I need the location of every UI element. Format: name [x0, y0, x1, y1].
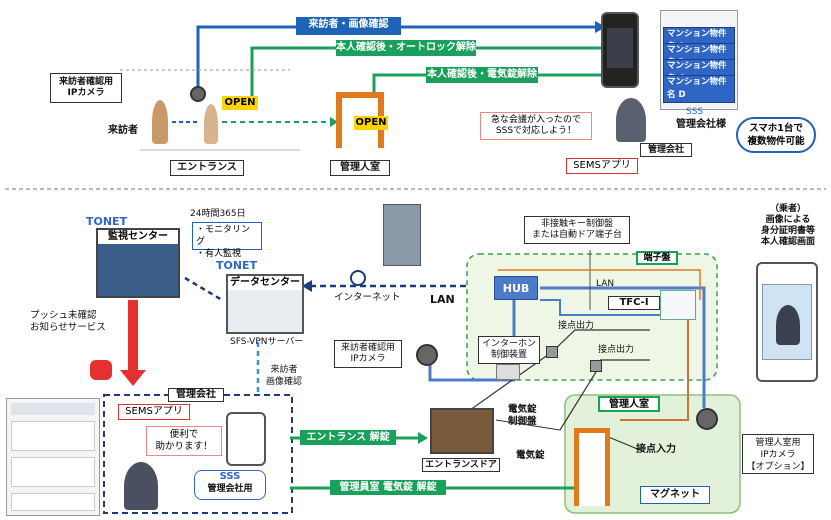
visitor-label: 来訪者 — [108, 125, 138, 136]
data-center-image: データセンター — [226, 274, 304, 334]
monitoring-box: ・モニタリング ・有人監視 — [192, 222, 262, 259]
lan-label-2: LAN — [596, 279, 615, 289]
contact-line-4 — [559, 371, 597, 431]
ip-camera-label: 来訪者確認用 IPカメラ — [50, 73, 122, 103]
mgmt-company-label-top: 管理会社 — [640, 143, 692, 157]
lan-line-2 — [540, 286, 706, 408]
app-screenshot — [6, 398, 100, 516]
orange-line-1 — [498, 269, 701, 300]
mgmt-company-sama: 管理会社様 — [676, 119, 726, 130]
room-camera-label: 管理人室用 IPカメラ 【オプション】 — [742, 434, 814, 474]
building-icon — [383, 204, 421, 266]
lan-label-1: LAN — [430, 293, 455, 306]
monitor-center-title: 監視センター — [98, 230, 178, 244]
hub-box: HUB — [494, 276, 538, 300]
mansion-item-d[interactable]: マンション物件名 D — [663, 75, 735, 103]
lan-line-3 — [540, 299, 660, 316]
entrance-label: エントランス — [170, 160, 244, 176]
magnet-box: マグネット — [640, 486, 710, 504]
visitor-walking-icon — [204, 104, 218, 144]
red-arrow-shaft — [128, 300, 138, 372]
open-badge-1: OPEN — [222, 96, 258, 110]
sss-subtitle: 管理会社用 — [207, 484, 253, 494]
contact-line-1 — [551, 329, 650, 353]
contact-out-2: 接点出力 — [598, 345, 635, 355]
mc-dc-link — [184, 276, 223, 302]
tfc-label: TFC-Ⅰ — [608, 296, 660, 310]
sss-box: SSS 管理会社用 — [194, 470, 266, 500]
smartphone-icon — [601, 12, 639, 88]
visitor-cam-label: 来訪者確認用 IPカメラ — [334, 340, 402, 368]
help-bubble: 便利で 助かります！ — [146, 426, 222, 456]
elock-ctrl-label: 電気錠 制御盤 — [508, 404, 537, 427]
entrance-door-label: エントランスドア — [422, 458, 500, 472]
visit-image-bar: 来訪者・画像確認 — [296, 17, 401, 35]
open-lock-bar: 本人確認後・オートロック解除 — [336, 40, 476, 56]
id-person-icon — [776, 305, 800, 345]
elock-label: 電気錠 — [516, 450, 545, 461]
globe-icon — [350, 270, 366, 286]
sss-title: SSS — [219, 471, 241, 482]
visitor-check-label: 来訪者 画像確認 — [266, 365, 303, 387]
speech-bubble: 急な会議が入ったので SSSで対応しよう！ — [480, 112, 592, 140]
manager-room-label: 管理人室 — [330, 160, 390, 176]
manager-room-title: 管理人室 — [598, 396, 660, 412]
push-label: プッシュ未確認 お知らせサービス — [30, 310, 106, 333]
mansion-list-panel: マンション物件名 A マンション物件名 B マンション物件名 C マンション物件… — [660, 10, 738, 110]
smartphone-note: スマホ1台で 複数物件可能 — [736, 117, 816, 153]
terminal-board-label: 端子盤 — [636, 251, 678, 265]
mgmt-company-label: 管理会社 — [168, 388, 224, 402]
internet-label: インターネット — [334, 292, 401, 303]
always-label: 24時間365日 — [190, 209, 246, 219]
open-elock-bar: 本人確認後・電気錠解除 — [426, 67, 538, 83]
release-arrow-1 — [418, 432, 428, 444]
intercom-device-icon — [496, 364, 520, 380]
red-arrow-head — [120, 370, 146, 386]
vpn-server-label: SFS-VPNサーバー — [230, 337, 304, 347]
visitor-path-arrow — [330, 117, 338, 127]
contact-line-5 — [605, 435, 641, 451]
id-check-phone — [756, 262, 818, 382]
sems-app-label-top: SEMSアプリ — [566, 158, 638, 174]
green-line-1 — [250, 46, 606, 100]
internet-arrow-l — [302, 280, 312, 292]
contactless-box: 非接触キー制御盤 または自動ドア端子台 — [524, 216, 630, 244]
tfc-device — [660, 290, 696, 320]
id-screen-label: （乗者） 画像による 身分証明書等 本人確認画面 — [760, 204, 815, 247]
sems-app-label: SEMSアプリ — [118, 404, 190, 420]
mgmt-phone-icon — [226, 412, 266, 466]
top-blue-line — [196, 25, 595, 90]
sss-small-label: SSS — [686, 107, 704, 117]
manager-person-icon — [616, 98, 646, 142]
mgmt-person-icon — [124, 462, 158, 510]
ip-camera-icon — [190, 86, 206, 102]
visitor-cam-icon — [416, 344, 438, 366]
relay-box-1 — [546, 346, 558, 358]
app-panel-1 — [11, 421, 95, 451]
app-panel-3 — [11, 493, 95, 511]
elock-ctrl-line — [495, 419, 561, 431]
tonet-brand-2: TONET — [216, 259, 258, 272]
room-camera-icon — [696, 408, 718, 430]
app-panel-2 — [11, 457, 95, 487]
app-header — [11, 403, 95, 415]
smartphone-screen — [607, 28, 633, 68]
tonet-brand-1: TONET — [86, 215, 128, 228]
manager-room-door-icon — [574, 428, 610, 506]
intercom-box: インターホン 制御装置 — [478, 336, 540, 364]
elock-release-bar: 管理員室 電気錠 解錠 — [330, 480, 446, 495]
id-check-screen — [762, 284, 812, 360]
contact-in-label: 接点入力 — [636, 444, 676, 455]
monitor-center-image: 監視センター — [96, 228, 180, 298]
phone-icon — [90, 360, 112, 380]
orange-line-2 — [620, 318, 689, 421]
data-center-title: データセンター — [228, 276, 302, 290]
entrance-door-icon — [430, 408, 494, 454]
contact-out-1: 接点出力 — [558, 321, 595, 331]
top-blue-arrow — [595, 21, 606, 33]
visitor-icon — [152, 100, 168, 144]
relay-box-2 — [590, 360, 602, 372]
entrance-release-bar: エントランス 解錠 — [300, 430, 396, 445]
open-badge-2: OPEN — [354, 116, 388, 130]
